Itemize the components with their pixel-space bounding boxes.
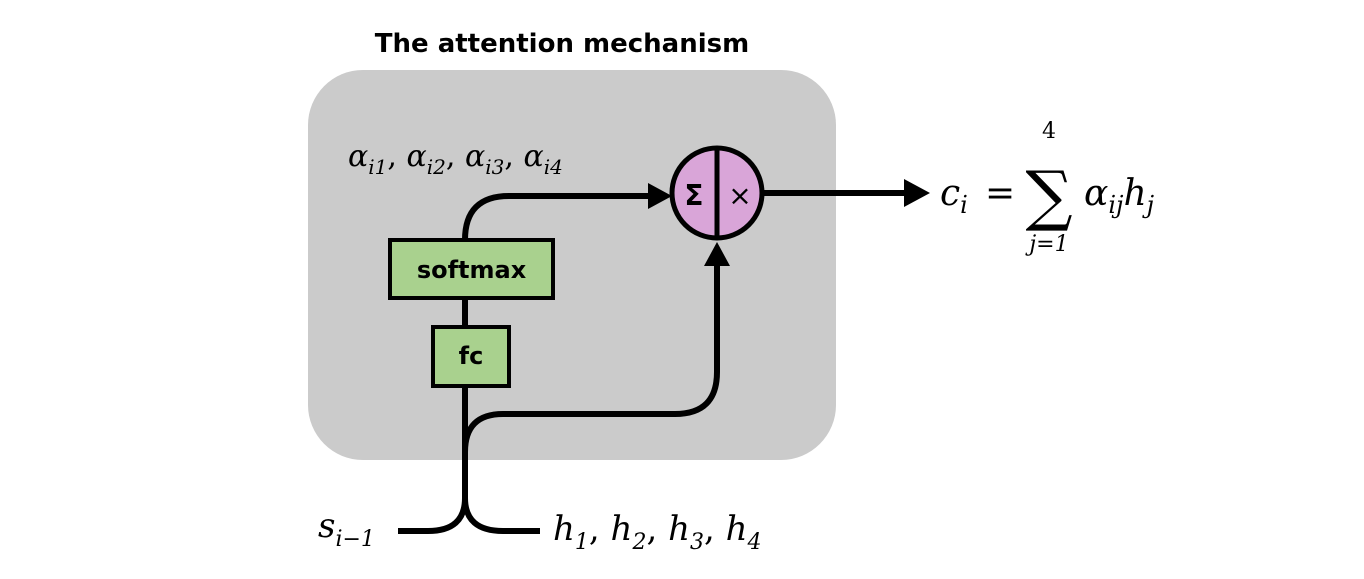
softmax-to-operator-line: [462, 193, 662, 241]
attention-panel: [308, 70, 836, 460]
connections: [398, 190, 918, 534]
arrowhead-into-operator-bottom: [704, 242, 730, 266]
formula-sum-upper: 4: [1042, 119, 1056, 144]
state-input-line: [398, 497, 468, 534]
sum-multiply-operator: Σ ×: [669, 145, 765, 241]
state-input-label: si−1: [318, 506, 375, 552]
fc-label: fc: [459, 342, 484, 370]
formula-sum-lower: j=1: [1024, 232, 1068, 257]
hidden-input-line: [462, 497, 540, 534]
softmax-block: [388, 238, 555, 300]
softmax-label: softmax: [417, 256, 527, 284]
diagram-title: The attention mechanism: [375, 29, 749, 59]
fc-block: [431, 325, 511, 388]
formula-equals: =: [985, 173, 1015, 214]
context-vector-formula: ci = 4 ∑ j=1 αijhj: [940, 119, 1155, 257]
arrowhead-into-sum: [648, 183, 672, 209]
formula-term: αijhj: [1084, 173, 1155, 219]
alpha-weights-label: αi1, αi2, αi3, αi4: [348, 139, 563, 179]
multiply-symbol: ×: [728, 179, 751, 212]
hidden-to-operator-line: [462, 252, 720, 453]
arrowhead-output: [904, 179, 930, 207]
formula-sum-symbol: ∑: [1025, 157, 1072, 234]
sum-symbol: Σ: [684, 179, 703, 212]
formula-lhs: ci: [940, 173, 968, 219]
hidden-states-label: h1, h2, h3, h4: [553, 509, 762, 555]
